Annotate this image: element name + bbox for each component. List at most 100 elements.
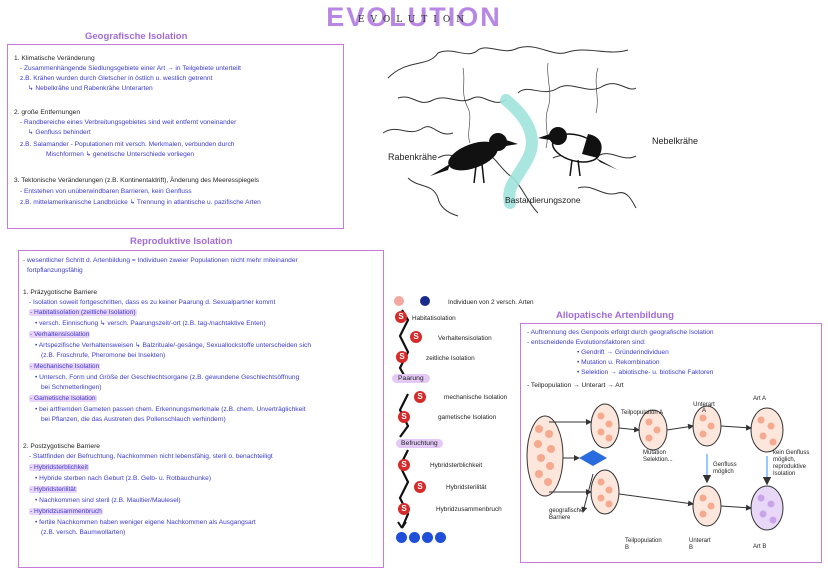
repro-box: - wesentlicher Schritt d. Artenbildung =… — [18, 250, 384, 568]
allo-line: • Gendrift → Gründerindividuen — [577, 349, 669, 356]
chain-label-hybrid-mortality: Hybridsterblichkeit — [430, 462, 483, 469]
species-dot — [420, 296, 430, 306]
arrow — [720, 504, 752, 511]
label-gene-flow: Genfluss möglich — [713, 462, 737, 475]
geo-line: - Entstehen von unüberwindbaren Barriere… — [20, 188, 192, 195]
label-no-gene-flow: kein Genfluss möglich, reproduktive Isol… — [773, 450, 810, 477]
repro-line: • Untersch. Form und Größe der Geschlech… — [35, 374, 300, 381]
map-coastline — [577, 186, 637, 209]
chain-label-habitat: Habitatisolation — [412, 315, 456, 322]
chain-label-hybrid-breakdown: Hybridzusammenbruch — [436, 506, 502, 513]
geo-line: Mischformen ↳ genetische Unterschiede vo… — [46, 151, 195, 158]
subpopulation-a — [590, 403, 620, 449]
barrier-badge: S — [395, 311, 407, 323]
repro-heading: Reproduktive Isolation — [130, 236, 233, 247]
map-border — [595, 67, 599, 114]
map-coastline — [397, 96, 507, 103]
label-subspecies-a: Unterart A — [693, 402, 715, 414]
repro-line: - Stattfinden der Befruchtung, Nachkomme… — [29, 453, 273, 460]
arrow — [618, 426, 640, 433]
map-label-hybrid-zone: Bastardierungszone — [505, 195, 581, 205]
chain-label-behavior: Verhaltensisolation — [438, 335, 492, 342]
barrier-badge: S — [410, 331, 422, 343]
geo-line: z.B. Krähen wurden durch Gletscher in ös… — [20, 75, 213, 82]
repro-line: - Hybridzusammenbruch — [29, 508, 103, 515]
map-coastline — [387, 46, 629, 79]
chain-step-fertilization: Befruchtung — [396, 439, 443, 448]
chain-label-hybrid-sterility: Hybridsterilität — [446, 484, 487, 491]
geo-line: ↳ Nebelkrähe und Rabenkrähe Unterarten — [28, 85, 153, 92]
hybrid-zone-band — [500, 94, 538, 209]
allo-line: - entscheidende Evolutionsfaktoren sind: — [527, 339, 646, 346]
repro-line: bei Schmetterlingen) — [41, 384, 102, 391]
offspring-dot — [396, 532, 407, 543]
allo-line: - Teilpopulation → Unterart → Art — [527, 382, 624, 389]
label-geographic-barrier: geografische Barriere — [549, 508, 584, 521]
europe-map — [382, 46, 637, 217]
label-subspecies-b: Unterart B — [689, 538, 711, 551]
map-coastline — [407, 177, 459, 217]
geo-line: z.B. Salamander - Populationen mit versc… — [20, 141, 235, 148]
chain-label-temporal: zeitliche Isolation — [426, 355, 475, 362]
repro-line: 1. Präzygotische Barriere — [23, 289, 98, 296]
offspring-dot — [435, 532, 446, 543]
allopatric-diagram — [526, 403, 784, 531]
label-subpopulation-b: Teilpopulation B — [625, 538, 662, 551]
offspring-dot — [422, 532, 433, 543]
arrow — [581, 473, 594, 513]
allo-line: • Mutation u. Rekombination — [577, 359, 660, 366]
allo-heading: Allopatische Artenbildung — [556, 310, 674, 321]
subspecies-a — [638, 409, 668, 451]
repro-line: 2. Postzygotische Barriere — [23, 443, 100, 450]
barrier-icon — [579, 450, 607, 466]
label-subpopulation-a: Teilpopulation A — [621, 410, 664, 416]
geo-line: 2. große Entfernungen — [14, 109, 80, 116]
geo-line: - Randbereiche eines Verbreitungsgebiete… — [20, 119, 237, 126]
label-species-a: Art A — [753, 396, 767, 402]
species-dot — [394, 296, 404, 306]
chain-step-mating: Paarung — [392, 374, 430, 383]
repro-line: (z.B. Froschrufe, Pheromone bei Insekten… — [41, 352, 166, 359]
map-border — [462, 67, 471, 144]
geo-line: - Zusammenhängende Siedlungsgebiete eine… — [20, 65, 241, 72]
repro-line: - Isolation soweit fortgeschritten, dass… — [29, 299, 276, 306]
barrier-badge: S — [398, 459, 410, 471]
geo-line: z.B. mittelamerikanische Landbrücke ↳ Tr… — [20, 199, 261, 206]
map-label-hooded-crow: Nebelkrähe — [652, 136, 699, 146]
repro-line: • Nachkommen sind steril (z.B. Maultier/… — [35, 497, 181, 504]
map-coastline — [517, 83, 637, 94]
label-species-b: Art B — [753, 544, 767, 550]
geo-box: 1. Klimatische Veränderung - Zusammenhän… — [7, 44, 344, 229]
barrier-badge: S — [414, 481, 426, 493]
chain-label-mechanical: mechanische Isolation — [444, 394, 508, 401]
map-label-carrion-crow: Rabenkrähe — [388, 152, 438, 162]
subspecies-b — [692, 485, 722, 527]
page-subtitle: EVOLUTION — [357, 15, 471, 25]
geo-line: 3. Tektonische Veränderungen (z.B. Konti… — [14, 177, 260, 184]
geo-line: ↳ Genfluss behindert — [28, 129, 91, 136]
arrow — [720, 424, 752, 431]
barrier-badge: S — [414, 391, 426, 403]
repro-line: • bei artfremden Gameten passen chem. Er… — [35, 406, 306, 413]
carrion-crow-icon — [430, 133, 518, 184]
geo-line: 1. Klimatische Veränderung — [14, 55, 95, 62]
repro-line: fortpflanzungsfähig — [27, 267, 83, 274]
repro-line: • Hybride sterben nach Geburt (z.B. Gelb… — [35, 475, 212, 482]
repro-line: - Hybridsterilität — [29, 486, 77, 493]
repro-line: • fertile Nachkommen haben weniger eigen… — [35, 519, 256, 526]
species-b — [750, 485, 784, 531]
allo-box: - Auftrennung des Genpools erfolgt durch… — [520, 323, 822, 563]
allo-line: - Auftrennung des Genpools erfolgt durch… — [527, 329, 714, 336]
map-coastline — [382, 126, 454, 135]
repro-line: - Habitatisolation (zeitliche Isolation) — [29, 309, 137, 316]
barrier-badge: S — [398, 411, 410, 423]
repro-line: - Hybridsterblichkeit — [29, 464, 89, 471]
label-mutation-selection: Mutation Selektion... — [643, 450, 673, 463]
repro-line: bei Pflanzen, die das Austreten des Poll… — [41, 416, 226, 423]
repro-line: • Artspezifische Verhaltensweisen ↳ Balz… — [35, 342, 312, 349]
chain-arrow-head — [397, 521, 407, 529]
chain-start-label: Individuen von 2 versch. Arten — [448, 299, 534, 306]
repro-line: (z.B. versch. Baumwollarten) — [41, 529, 126, 536]
hooded-crow-icon — [538, 127, 618, 177]
arrow — [666, 423, 694, 431]
